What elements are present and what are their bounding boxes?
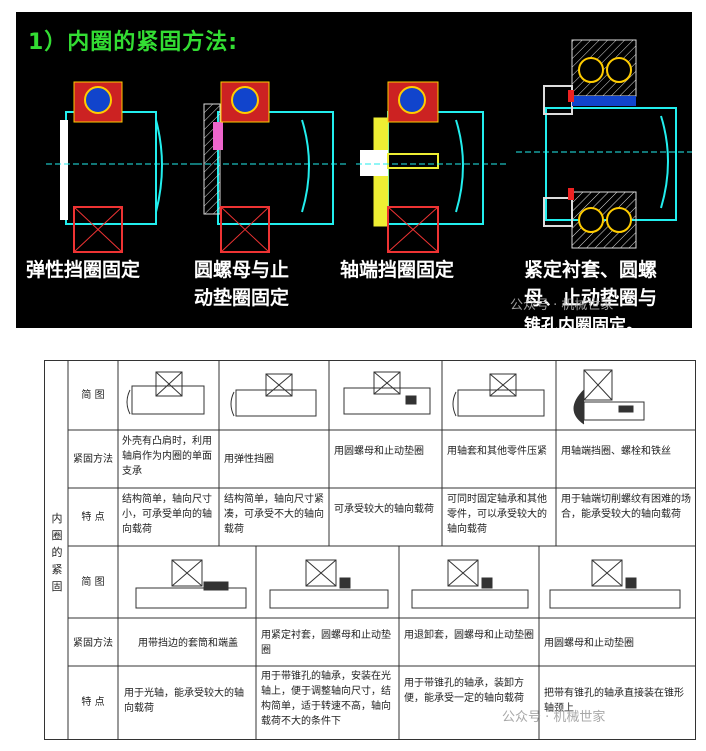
row-label-feature: 特 点 xyxy=(81,512,105,523)
caption-line: 动垫圈固定 xyxy=(194,287,290,309)
caption-line: 紧定衬套、圆螺 xyxy=(524,259,658,281)
panel-title: 1）内圈的紧固方法: xyxy=(28,30,239,55)
fastening-method-table: 内圈的紧固 简 图 紧固方法 特 点 简 图 紧固方法 特 点 外壳有凸肩时，利… xyxy=(44,360,696,740)
table-cell: 用圆螺母和止动垫圈 xyxy=(334,446,424,457)
table-cell: 用弹性挡圈 xyxy=(224,454,274,465)
table-cell: 用轴端挡圈、螺栓和铁丝 xyxy=(561,446,671,457)
inner-ring-fastening-panel: 1）内圈的紧固方法: 弹性挡圈固定 圆螺母与止 动垫圈固定 轴端挡圈固定 紧定衬… xyxy=(16,12,692,336)
table-grid xyxy=(44,360,696,740)
table-cell: 把带有锥孔的轴承直接装在锥形轴颈上 xyxy=(544,688,684,714)
caption-shaft-end-ring: 轴端挡圈固定 xyxy=(340,256,454,284)
row-label-sketch: 简 图 xyxy=(81,390,105,401)
caption-line: 轴端挡圈固定 xyxy=(340,259,455,281)
bearing-illustrations xyxy=(46,39,692,253)
bottom-sketches xyxy=(135,559,681,609)
caption-round-nut: 圆螺母与止 动垫圈固定 xyxy=(194,256,289,312)
table-cell: 用于轴端切削螺纹有困难的场合，能承受较大的轴向载荷 xyxy=(561,494,691,520)
table-watermark: 公众号 · 机械世家 xyxy=(502,710,606,725)
caption-line: 母、止动垫圈与 xyxy=(524,287,658,309)
table-cell: 外壳有凸肩时，利用轴肩作为内圈的单面支承 xyxy=(122,436,212,477)
table-cell: 用于光轴，能承受较大的轴向载荷 xyxy=(124,688,244,714)
table-cell: 用退卸套，圆螺母和止动垫圈 xyxy=(404,630,534,641)
table-cell: 结构简单，轴向尺寸小，可承受单向的轴向载荷 xyxy=(122,494,212,535)
table-cell: 用带挡边的套筒和端盖 xyxy=(138,638,238,649)
table-cell: 结构简单，轴向尺寸紧凑，可承受不大的轴向载荷 xyxy=(224,494,324,535)
caption-line: 圆螺母与止 xyxy=(194,259,290,281)
table-cell: 用紧定衬套，圆螺母和止动垫圈 xyxy=(261,630,391,656)
top-sketches xyxy=(126,369,645,425)
caption-snap-ring: 弹性挡圈固定 xyxy=(26,256,140,284)
table-cell: 可同时固定轴承和其他零件，可以承受较大的轴向载荷 xyxy=(447,494,547,535)
figure-round-nut xyxy=(196,81,346,253)
row-label-method: 紧固方法 xyxy=(73,454,113,465)
figure-shaft-end-ring xyxy=(356,81,506,253)
row-label-method: 紧固方法 xyxy=(73,638,113,649)
figure-snap-ring xyxy=(46,81,196,253)
panel-watermark: 公众号 · 机械世家 xyxy=(510,298,614,313)
table-cell: 可承受较大的轴向载荷 xyxy=(334,504,434,515)
caption-line: 弹性挡圈固定 xyxy=(26,259,141,281)
table-cell: 用轴套和其他零件压紧 xyxy=(447,446,547,457)
row-label-feature: 特 点 xyxy=(81,697,105,708)
table-cell: 用于带锥孔的轴承，装卸方便，能承受一定的轴向载荷 xyxy=(404,678,524,704)
row-label-sketch: 简 图 xyxy=(81,577,105,588)
group-label: 内圈的紧固 xyxy=(51,512,63,593)
caption-adapter-sleeve: 紧定衬套、圆螺 母、止动垫圈与 锥孔内圈固定。 xyxy=(524,256,657,340)
figure-adapter-sleeve xyxy=(516,39,692,249)
table-cell: 用于带锥孔的轴承，安装在光轴上，便于调整轴向尺寸，结构简单，适于转速不高，轴向载… xyxy=(261,671,391,727)
table-cell: 用圆螺母和止动垫圈 xyxy=(544,638,634,649)
caption-line: 锥孔内圈固定。 xyxy=(524,316,643,336)
